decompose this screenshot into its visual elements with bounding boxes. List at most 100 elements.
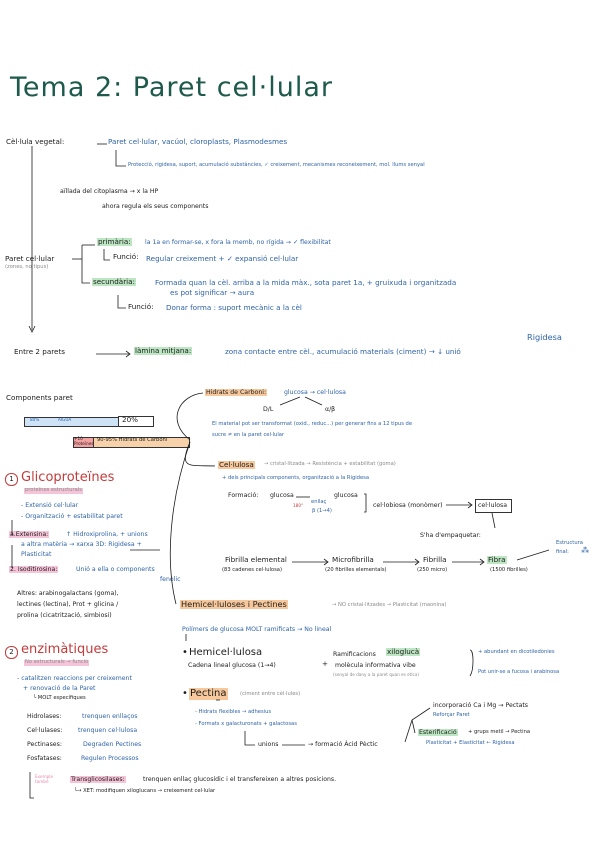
water-bar-percent: 80% [30, 417, 40, 422]
pectina-title: Pectina [189, 688, 228, 700]
transg-bracket [29, 772, 34, 799]
fibra: Fibra [487, 555, 507, 565]
glico-sub: proteïnes estructurals [24, 487, 83, 494]
pectina-bullet: • [182, 688, 188, 699]
pectina-unions-branch [244, 731, 255, 746]
hidrats-matriu-1: El material pot ser transformat (oxid., … [212, 421, 413, 427]
enz-line-3: └ MOLT específiques [33, 695, 86, 701]
rigidesa-note: Rigidesa [527, 332, 562, 342]
formacio-b14: β (1→4) [312, 508, 332, 514]
celulosa-cryst: → cristal·litzada → Resistència + estabi… [264, 461, 396, 467]
curve-to-hemi [169, 441, 191, 605]
glico-number: 1 [5, 473, 18, 486]
lamina-label: làmina mitjana: [134, 346, 193, 356]
hemi-polimers: Polímers de glucosa MOLT ramificats → No… [182, 626, 332, 633]
celulosa-box [475, 499, 512, 513]
fosfatases-text: Regulen Processos [81, 755, 139, 762]
microfibrilla-sub: (20 fibrilles elementals) [325, 567, 387, 573]
curve-to-hidrats [176, 392, 204, 441]
primaria-funcio-branch [103, 249, 110, 261]
carbo-bar-label: 90-95% Hidrats de Carboni [97, 437, 168, 443]
transg-xet: └→ XET: modifiquen xiloglucans → creixem… [74, 788, 216, 794]
arrow-micro-fib-head [414, 558, 420, 566]
arrow-cellobiosa-head [467, 501, 473, 509]
altres-line-1: Altres: arabinogalactans (goma), [17, 590, 119, 597]
fiber-bundle-icon: ⁂ [581, 545, 590, 555]
arrow-fib-fibra-head [479, 558, 485, 566]
fibrilla: Fibrilla [423, 555, 447, 564]
cell-functions: Protecció, rigidesa, suport, acumulació … [128, 162, 425, 168]
celulosa-box-label: cel·lulosa [478, 502, 508, 509]
branch-ab [304, 396, 323, 406]
hemi-mol-sub: (senyal de dany a la paret quan es etica… [333, 672, 420, 677]
hidrats-dl: D/L [263, 406, 274, 413]
formacio-glucosa-1: glucosa [270, 492, 294, 499]
other-bar-label: 20% [122, 415, 138, 424]
pectinases-label: Pectinases: [27, 741, 62, 748]
formacio-180: 180° [293, 503, 304, 508]
primaria-label: primària: [97, 237, 132, 247]
hemi-title-bullet: • [182, 647, 188, 658]
hemi-plus: + [322, 659, 329, 668]
enz-line-1: - catalitzen reaccions per creixement [17, 675, 132, 682]
hidrats-matriu-2: sucre ≠ en la paret cel·lular [212, 432, 285, 438]
hidrats-ab: α/β [325, 406, 336, 413]
pectina-arrow-incorp [404, 707, 431, 743]
glico-line-1: - Extensió cel·lular [21, 502, 79, 509]
fibrilla-elemental-sub: (83 cadenes cel·lulosa) [222, 567, 283, 573]
glico-title: Glicoproteïnes [21, 470, 115, 485]
enz-line-2: + renovació de la Paret [23, 685, 96, 692]
pectina-sub: (ciment entre cèl·lules) [240, 691, 301, 697]
pectina-esterif-text: + grups metil → Pectina [468, 729, 531, 735]
primaria-text: la 1a en formar-se, x fora la memb, no r… [145, 239, 331, 246]
pectina-reforcar: Reforçar Paret [433, 712, 470, 718]
brace-cellobiosa [364, 493, 367, 513]
transg-grey-note: Exemple també [35, 774, 54, 784]
hidrolases-label: Hidrolases: [27, 713, 62, 720]
glico-line-2: - Organització + estabilitat paret [21, 513, 123, 520]
pectina-unions: unions [258, 741, 279, 748]
transg-text: trenquen enllaç glucosídic i el transfer… [143, 776, 337, 783]
fibrilla-sub: (250 micro) [417, 567, 448, 573]
pectina-line-1: - Hidrats flexibles → adhesius [195, 709, 272, 715]
structure-final-2: final: [556, 549, 569, 555]
hemi-mol-info: molècula informativa vibe [335, 662, 416, 669]
celulosa-label: Cel·lulosa [218, 460, 255, 470]
hemi-abund: + abundant en dicotiledònies [478, 649, 555, 655]
arrow-entre-parets-head [125, 350, 131, 358]
arrow-fib-micro-head [323, 558, 329, 566]
celulases-text: trenquen cel·lulosa [78, 727, 138, 734]
isoditirosina-text: Unió a ella o components [76, 566, 155, 573]
secundaria-label: secundària: [92, 277, 136, 287]
arrow-empaquetar [491, 512, 496, 529]
pectina-arrow-esterif [411, 719, 416, 734]
isolated-line-1: aïllada del citoplasma → x la HP [60, 188, 159, 195]
structure-final-1: Estructura [556, 540, 583, 546]
microfibrilla: Microfibrilla [332, 555, 374, 564]
hidrats-label: Hidrats de Carboni: [205, 389, 268, 397]
isoditirosina-label: 2. Isoditirosina: [9, 566, 59, 574]
branch-dl [279, 396, 301, 406]
isoditirosina-text-2: fenòlic [160, 576, 181, 583]
isolated-line-2: ahora regula els seus components [102, 203, 209, 210]
pectinases-text: Degraden Pectines [83, 741, 142, 748]
protein-bar-label: +10 Proteïnes [74, 436, 94, 446]
hidrolases-text: trenquen enllaços [82, 713, 138, 720]
pectina-incorp: incorporació Ca i Mg → Pectats [433, 702, 529, 709]
pectina-plasticitat: Plasticitat + Elasticitat ← Rigidesa [426, 740, 515, 746]
celulases-label: Cel·lulases: [27, 727, 63, 734]
hemi-pect-label: Hemicel·luloses i Pectines [180, 599, 288, 610]
cell-label: Cèl·lula vegetal: [6, 137, 65, 146]
entre-parets-label: Entre 2 parets [14, 347, 66, 356]
extensina-text: ↑ Hidroxiprolina, + unions [66, 531, 148, 538]
pectina-formacio: → formació Àcid Pèctic [308, 741, 378, 748]
paret-sub: (zones, no tipus) [5, 264, 49, 270]
formacio-glucosa-2: glucosa [334, 492, 358, 499]
page-title: Tema 2: Paret cel·lular [10, 72, 334, 103]
paret-label: Paret cel·lular [5, 254, 55, 263]
fosfatases-label: Fosfatases: [27, 755, 62, 762]
arrow-fibra-final [516, 549, 550, 561]
hemi-ramif: Ramificacions [333, 651, 376, 658]
